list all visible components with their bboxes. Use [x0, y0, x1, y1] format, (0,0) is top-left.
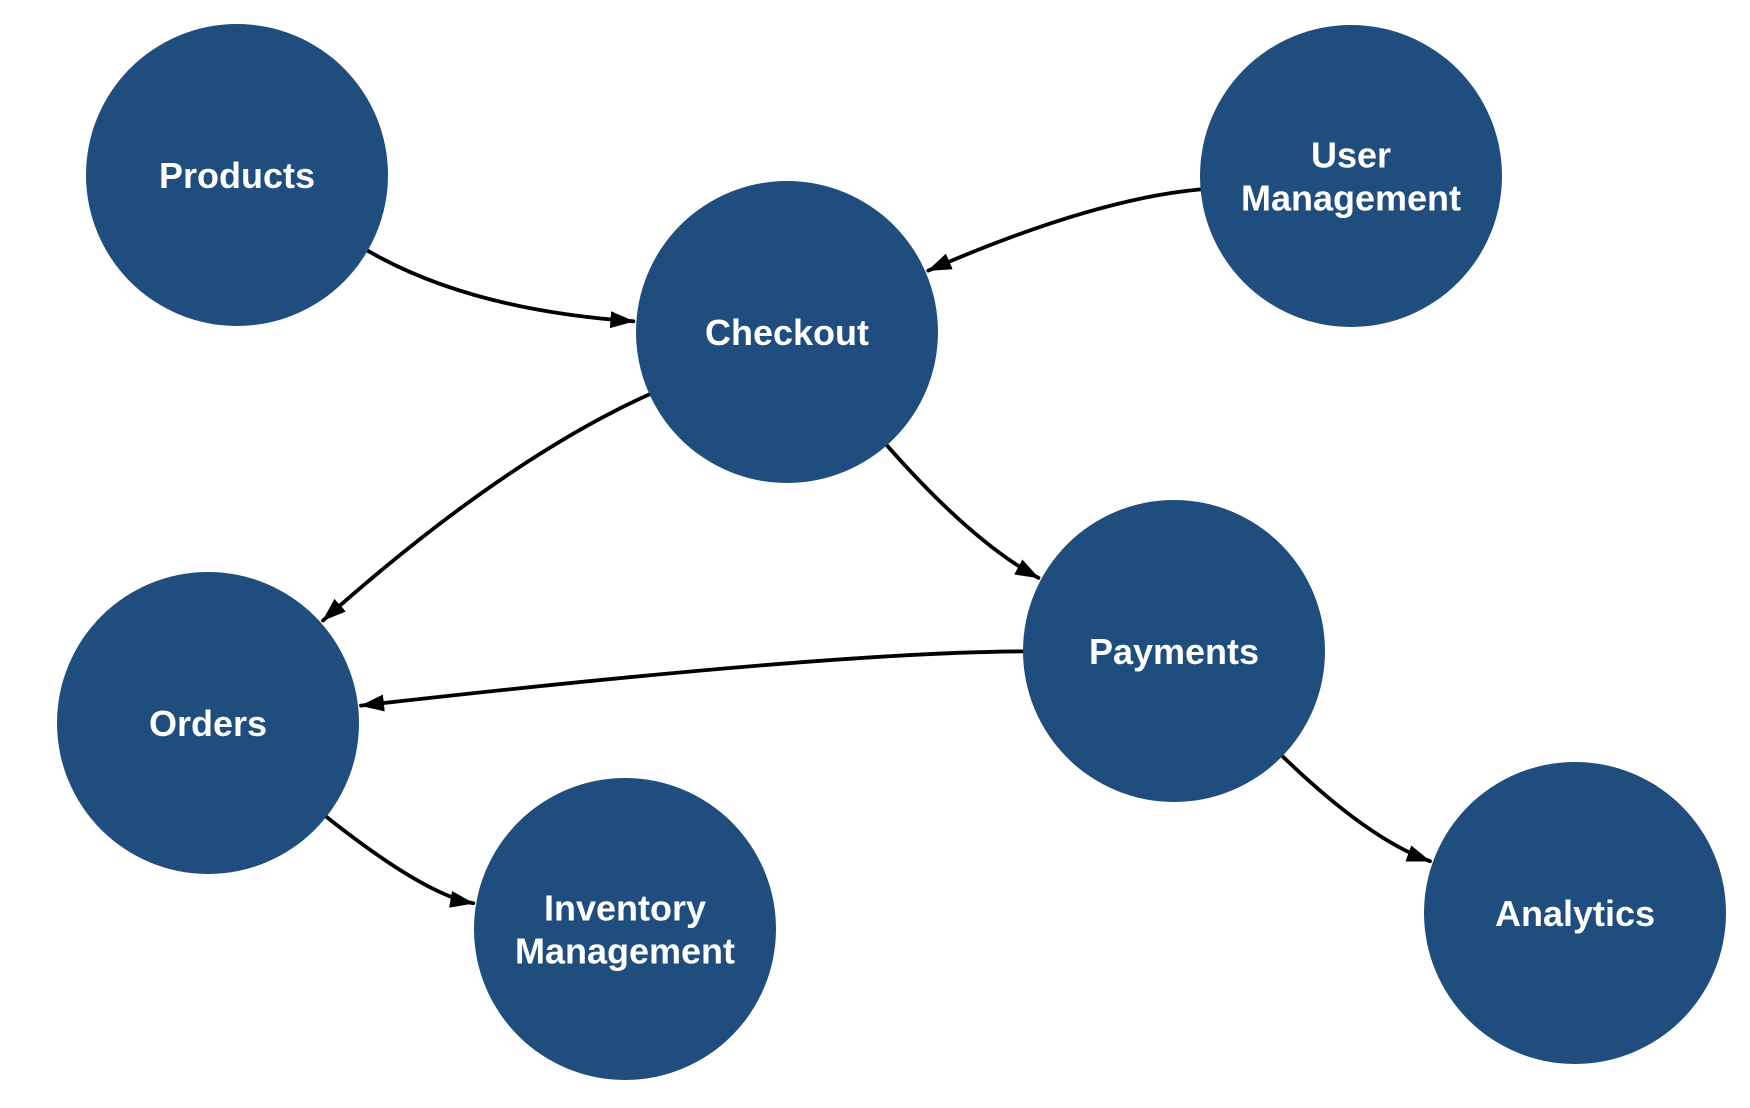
node-circle	[1200, 25, 1502, 327]
edges-layer	[321, 187, 1432, 908]
node-label: Analytics	[1495, 893, 1655, 934]
node-checkout[interactable]: Checkout	[636, 181, 938, 483]
edge-orders-inventory-management	[324, 814, 476, 908]
node-label: Products	[159, 155, 315, 196]
edge-checkout-payments	[884, 443, 1041, 580]
edge-checkout-orders	[321, 392, 652, 623]
node-products[interactable]: Products	[86, 24, 388, 326]
edge-payments-orders	[359, 649, 1025, 712]
node-circle	[57, 572, 359, 874]
edge-payments-analytics	[1280, 754, 1432, 864]
edge-products-checkout	[365, 248, 636, 329]
node-circle	[1424, 762, 1726, 1064]
node-payments[interactable]: Payments	[1023, 500, 1325, 802]
node-circle	[474, 778, 776, 1080]
edge-user-management-checkout	[926, 187, 1203, 273]
node-label: Orders	[149, 703, 267, 744]
node-orders[interactable]: Orders	[57, 572, 359, 874]
node-circle	[636, 181, 938, 483]
node-label: Checkout	[705, 312, 869, 353]
node-circle	[86, 24, 388, 326]
node-analytics[interactable]: Analytics	[1424, 762, 1726, 1064]
node-label: Payments	[1089, 631, 1259, 672]
node-circle	[1023, 500, 1325, 802]
